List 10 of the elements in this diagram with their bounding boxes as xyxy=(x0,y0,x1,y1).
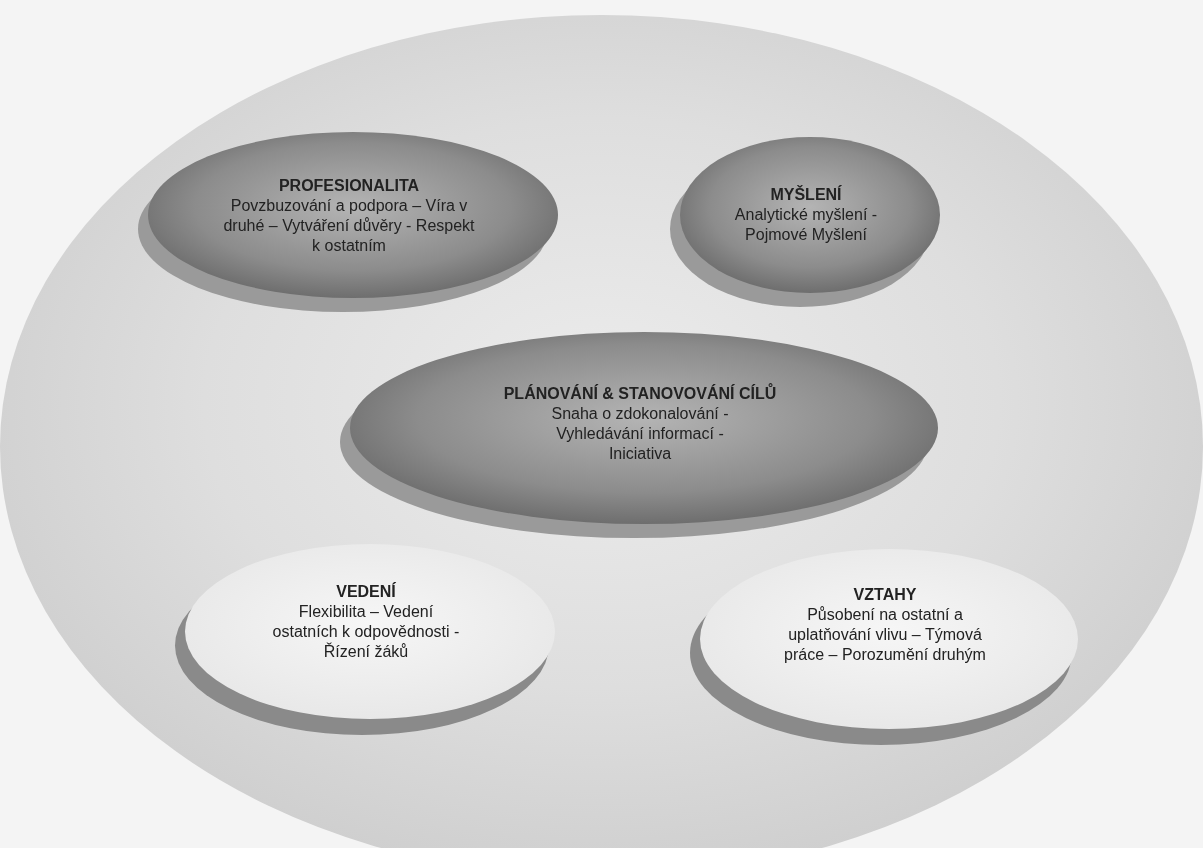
category-heading: PLÁNOVÁNÍ & STANOVOVÁNÍ CÍLŮ xyxy=(503,384,777,404)
competency-list: Povzbuzování a podpora – Víra v druhé – Vytváření důvěry - Respekt k ostatním xyxy=(219,196,479,256)
category-heading: VEDENÍ xyxy=(336,582,396,602)
competency-list: Analytické myšlení - Pojmové Myšlení xyxy=(706,205,906,245)
competency-list: Flexibilita – Vedení ostatních k odpovědnosti - Řízení žáků xyxy=(271,602,461,662)
competency-list: Snaha o zdokonalování - Vyhledávání informací - Iniciativa xyxy=(535,404,745,464)
category-heading: VZTAHY xyxy=(853,585,917,605)
competency-list: Působení na ostatní a uplatňování vlivu – Týmová práce – Porozumění druhým xyxy=(780,605,990,665)
category-heading: PROFESIONALITA xyxy=(278,176,420,196)
category-heading: MYŠLENÍ xyxy=(770,185,842,205)
